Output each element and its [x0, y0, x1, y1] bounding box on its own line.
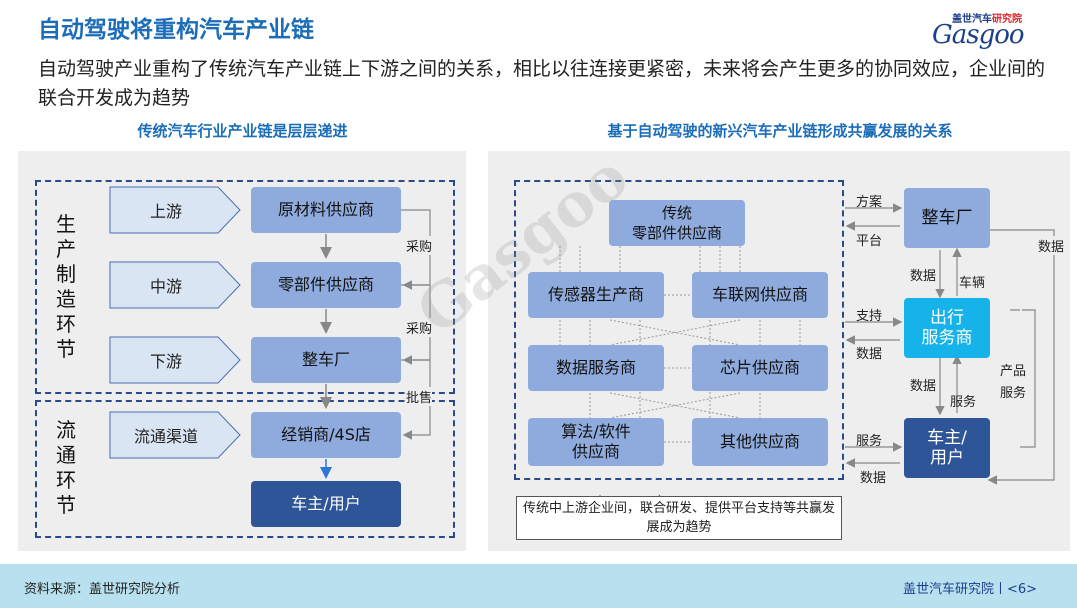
trend-note: 传统中上游企业间，联合研发、提供平台支持等共赢发展成为趋势: [516, 496, 842, 540]
box-data-service: 数据服务商: [528, 345, 664, 391]
label-service-mid: 服务: [950, 395, 977, 410]
label-data-mid: 数据: [910, 379, 937, 394]
box-algorithm-supplier: 算法/软件 供应商: [528, 418, 664, 466]
label-product-service: 产品 服务: [1000, 361, 1027, 405]
box-owner: 车主/用户: [251, 481, 401, 527]
label-data-mobility: 数据: [856, 347, 883, 362]
page-subtitle: 自动驾驶产业重构了传统汽车产业链上下游之间的关系，相比以往连接更紧密，未来将会产…: [38, 58, 1046, 109]
stage-label-midstream: 中游: [149, 277, 182, 296]
box-oem: 整车厂: [251, 337, 401, 383]
stage-label-downstream: 下游: [149, 352, 182, 371]
left-panel-title: 传统汽车行业产业链是层层递进: [137, 122, 348, 140]
label-support: 支持: [856, 309, 883, 324]
circulation-label: 流通环节: [56, 418, 76, 517]
flow-label-purchase-1: 采购: [406, 236, 433, 255]
stage-chevron-channel: [109, 411, 241, 459]
stage-chevron-downstream: [109, 336, 241, 384]
label-service-owner: 服务: [856, 434, 883, 449]
right-panel-title: 基于自动驾驶的新兴汽车产业链形成共赢发展的关系: [607, 122, 953, 140]
logo-brand-text: 盖世汽车: [952, 14, 992, 25]
footer-source: 资料来源：盖世研究院分析: [24, 582, 181, 597]
logo-wordmark: Gasgoo: [932, 20, 1025, 50]
label-platform: 平台: [856, 234, 883, 249]
footer-brand: 盖世汽车研究院丨<6>: [902, 582, 1037, 597]
production-label: 生产制造环节: [56, 212, 76, 361]
stage-label-channel: 流通渠道: [133, 427, 198, 446]
flow-label-wholesale: 批售: [406, 387, 433, 406]
footer-bar: [0, 564, 1077, 608]
box-other-suppliers: 其他供应商: [692, 418, 828, 466]
box-right-owner: 车主/ 用户: [904, 418, 990, 478]
box-mobility-provider: 出行 服务商: [904, 298, 990, 358]
box-parts-supplier: 零部件供应商: [251, 262, 401, 308]
gasgoo-logo: 盖世汽车研究院 Gasgoo: [928, 10, 1053, 50]
logo-institute-text: 研究院: [992, 14, 1022, 25]
supplier-group: [514, 180, 844, 480]
stage-chevron-upstream: [109, 186, 241, 234]
box-chip-supplier: 芯片供应商: [692, 345, 828, 391]
label-data-oem: 数据: [910, 269, 937, 284]
box-right-oem: 整车厂: [904, 188, 990, 248]
box-iov-supplier: 车联网供应商: [692, 272, 828, 318]
page-title: 自动驾驶将重构汽车产业链: [38, 17, 314, 43]
box-traditional-parts-supplier: 传统 零部件供应商: [609, 200, 745, 246]
flow-label-purchase-2: 采购: [406, 318, 433, 337]
box-dealer: 经销商/4S店: [251, 412, 401, 458]
stage-label-upstream: 上游: [149, 202, 182, 221]
stage-chevron-midstream: [109, 261, 241, 309]
label-vehicle: 车辆: [959, 276, 986, 291]
label-data-outer: 数据: [1038, 236, 1065, 255]
label-scheme: 方案: [856, 195, 883, 210]
label-data-owner: 数据: [860, 471, 887, 486]
box-raw-material-supplier: 原材料供应商: [251, 187, 401, 233]
production-group: [35, 180, 455, 394]
circulation-group: [35, 400, 455, 538]
box-sensor-maker: 传感器生产商: [528, 272, 664, 318]
